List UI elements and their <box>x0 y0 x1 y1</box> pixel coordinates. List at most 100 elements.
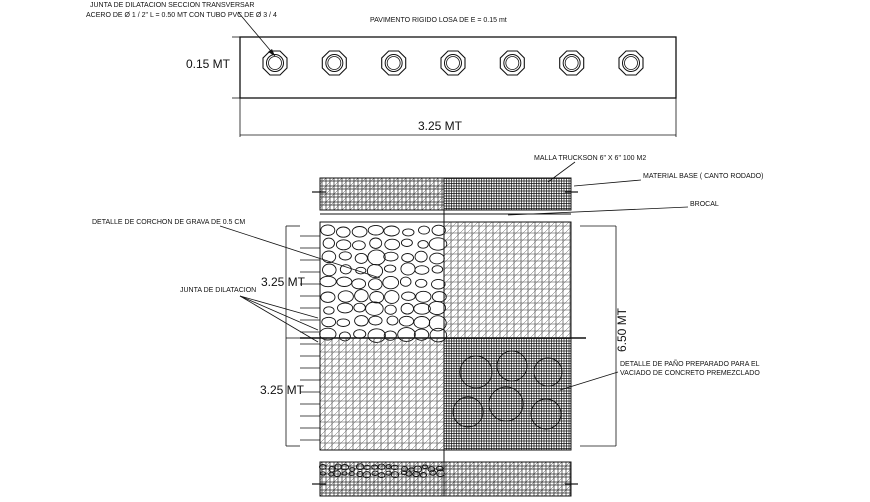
gravel-stone <box>355 266 367 275</box>
brocal-leader <box>507 206 689 216</box>
gravel-stone <box>322 263 337 277</box>
top-band-left <box>319 177 445 211</box>
gravel-stone <box>362 471 372 479</box>
gravel-stone <box>337 302 354 314</box>
gravel-stone <box>427 466 436 473</box>
dowel-bar <box>262 50 288 76</box>
top-band-right <box>443 177 572 211</box>
dowel-bar <box>440 50 466 76</box>
gravel-stone <box>348 471 355 477</box>
gravel-stone <box>418 225 430 235</box>
dowel-bar <box>618 50 644 76</box>
gravel-stone <box>383 251 399 262</box>
gravel-stone <box>415 278 428 288</box>
gravel-stone <box>382 275 400 290</box>
gravel-stone <box>431 265 444 274</box>
gravel-stone <box>337 290 354 303</box>
gravel-stone <box>320 291 336 303</box>
pano-label-line1: DETALLE DE PAÑO PREPARADO PARA EL <box>620 359 760 368</box>
gravel-stone <box>400 238 413 247</box>
dowel-bar <box>559 50 585 76</box>
gravel-stone <box>401 291 416 301</box>
pano-leader <box>559 371 619 391</box>
dowel-row <box>262 50 644 76</box>
gravel-stone <box>412 471 421 477</box>
thickness-label: 0.15 MT <box>186 57 231 71</box>
joint-ticks <box>300 191 578 485</box>
gravel-stone <box>323 306 335 315</box>
section-title: PAVIMENTO RIGIDO LOSA DE E = 0.15 mt <box>370 17 507 24</box>
gravel-stone <box>405 471 413 477</box>
gravel-stone <box>401 466 409 473</box>
gravel-stone <box>320 224 336 236</box>
gravel-stone <box>414 265 430 275</box>
gravel-stone <box>319 275 337 288</box>
gravel-stone <box>401 253 414 263</box>
junta-label: JUNTA DE DILATACION <box>180 287 256 294</box>
corchon-label: DETALLE DE CORCHON DE GRAVA DE 0.5 CM <box>92 219 245 226</box>
gravel-stone <box>354 252 368 264</box>
gravel-stone <box>429 469 437 476</box>
gravel-stone <box>318 464 327 470</box>
dim-top-label: 3.25 MT <box>261 275 306 289</box>
gravel-stone <box>415 290 432 303</box>
gravel-stone <box>333 470 341 477</box>
gravel-stone <box>413 302 431 315</box>
gravel-stone <box>386 315 399 326</box>
pano-label-line2: VACIADO DE CONCRETO PREMEZCLADO <box>620 370 760 377</box>
junta-leader-1 <box>239 295 319 319</box>
gravel-stone <box>319 471 326 476</box>
gravel-stone <box>349 467 356 472</box>
gravel-stone <box>390 471 400 479</box>
gravel-stone <box>369 237 383 249</box>
junta-leader-3 <box>239 295 319 343</box>
gravel-stone <box>384 290 400 304</box>
gravel-stone <box>340 464 350 471</box>
malla-label: MALLA TRUCKSON 6" X 6" 100 M2 <box>534 155 646 162</box>
joint-note-line1: JUNTA DE DILATACION SECCION TRANSVERSAR <box>90 2 254 9</box>
upper-right-panel <box>443 221 572 339</box>
gravel-stone <box>321 250 337 264</box>
gravel-stone <box>351 226 368 238</box>
malla-leader <box>547 161 576 183</box>
dowel-bar <box>321 50 347 76</box>
plan-view: 3.25 MT 3.25 MT 6.50 MT MALLA TRUCKSON 6… <box>92 155 763 497</box>
bottom-band-left <box>319 461 445 497</box>
gravel-stone <box>435 465 444 472</box>
gravel-stone <box>366 263 384 279</box>
corchon-leader <box>219 225 381 279</box>
joint-note-line2: ACERO DE Ø 1 / 2" L = 0.50 MT CON TUBO P… <box>86 12 277 19</box>
junta-leader-2 <box>239 295 319 331</box>
gravel-stone <box>417 240 429 249</box>
gravel-stone <box>351 278 367 290</box>
gravel-stone <box>402 228 415 237</box>
dim-bottom-label: 3.25 MT <box>260 383 305 397</box>
dowel-bar <box>381 50 407 76</box>
gravel-stone <box>338 251 352 261</box>
gravel-stone <box>422 464 429 469</box>
gravel-stone <box>399 276 412 287</box>
gravel-stone <box>369 291 385 304</box>
gravel-stone <box>352 240 366 251</box>
gravel-stone <box>383 264 397 273</box>
gravel-stone <box>365 301 384 316</box>
brocal-label: BROCAL <box>690 201 719 208</box>
gravel-stone <box>377 472 386 479</box>
dim-total-label: 6.50 MT <box>615 307 629 352</box>
gravel-stone <box>384 304 397 315</box>
gravel-stone <box>335 239 352 251</box>
prepared-panel-circles <box>452 350 563 430</box>
slab-section <box>239 36 677 99</box>
gravel-stone <box>363 464 371 470</box>
gravel-stone <box>390 464 399 471</box>
gravel-stone <box>414 250 428 263</box>
gravel-stone <box>321 316 337 328</box>
lower-left-panel <box>319 337 445 451</box>
gravel-stone <box>377 463 386 470</box>
cross-section: 0.15 MT 3.25 MT PAVIMENTO RIGIDO LOSA DE… <box>86 2 677 137</box>
material-base-label: MATERIAL BASE ( CANTO RODADO) <box>643 173 763 180</box>
gravel-stone <box>336 226 351 238</box>
gravel-stone <box>339 264 352 275</box>
material-base-leader <box>573 179 642 187</box>
